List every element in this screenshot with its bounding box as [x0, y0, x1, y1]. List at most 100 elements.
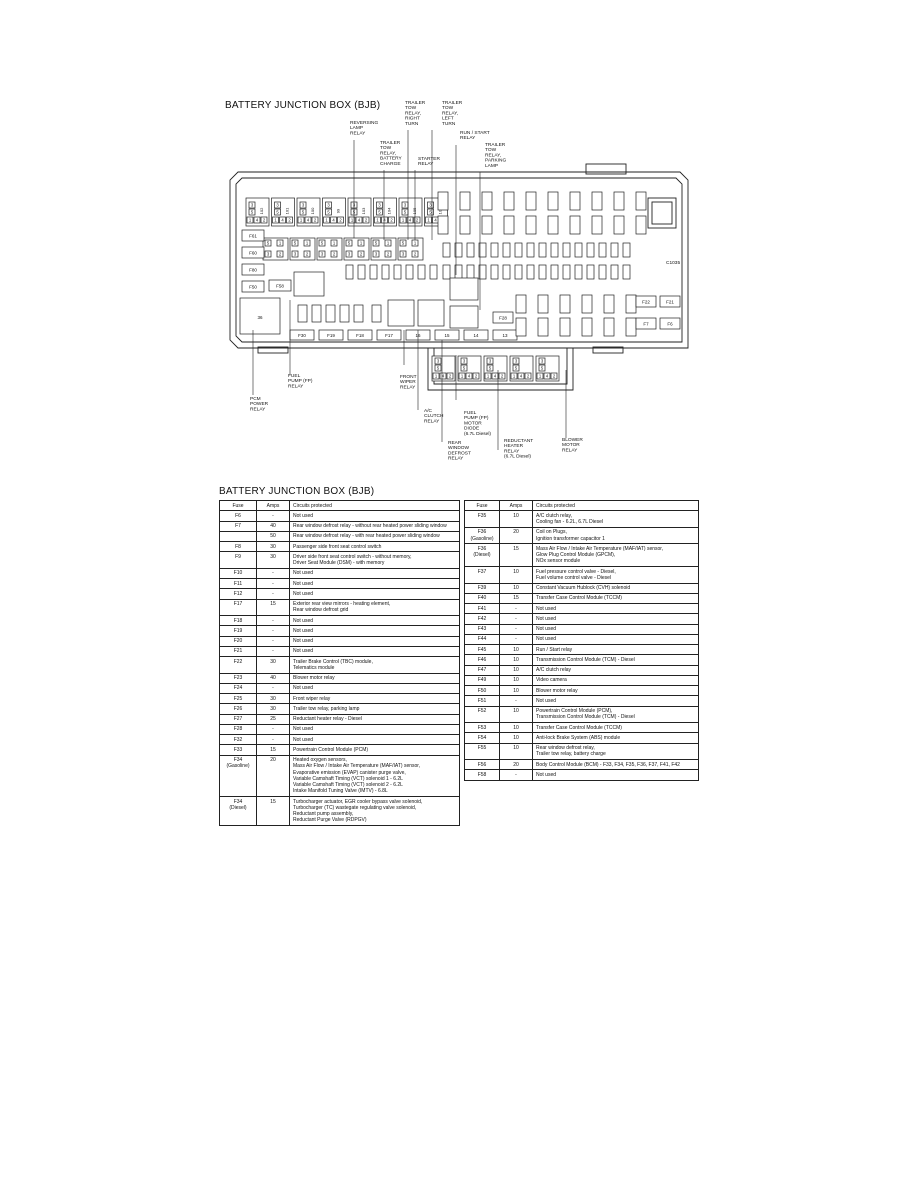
- cell-circuits: Rear window defrost relay - without rear…: [289, 520, 460, 532]
- cell-circuits: Fuel pressure control valve - Diesel, Fu…: [532, 566, 699, 584]
- cartridge-fuse: [371, 304, 382, 323]
- callout-rear-defrost: RELAY: [448, 456, 464, 462]
- relay-pin: [264, 239, 272, 247]
- mini-fuse: [502, 264, 511, 280]
- callout-wiper: WIPER: [400, 379, 416, 385]
- cell-circuits: Transmission Control Module (TCM) - Dies…: [532, 654, 699, 666]
- table-row: F12-Not used: [219, 588, 460, 600]
- callout-tt-right: RELAY,: [405, 110, 421, 116]
- cell-amps: 10: [499, 510, 533, 528]
- cell-fuse: F18: [219, 614, 257, 627]
- fuse-label: 14: [473, 333, 479, 338]
- relay-pin: [427, 208, 434, 216]
- relay-pin-label: 3: [327, 203, 330, 208]
- relay-pin: [318, 250, 326, 258]
- callout-tt-left: TOW: [442, 105, 454, 111]
- relay-pin-label: 1: [435, 374, 438, 379]
- relay-pin-label: 2: [306, 252, 309, 257]
- relay-pin: [460, 357, 468, 365]
- cell-amps: 30: [256, 551, 290, 569]
- cartridge-fuse: [311, 304, 322, 323]
- cell-fuse: F55: [464, 742, 500, 760]
- relay-pin-label: 1: [487, 374, 490, 379]
- relay-pin-label: 2: [390, 218, 393, 223]
- cell-fuse: F46: [464, 654, 500, 666]
- relay-pin-label: 5: [404, 210, 407, 215]
- cell-amps: 40: [256, 520, 290, 532]
- table-row: F32-Not used: [219, 733, 460, 746]
- relay-pin: [260, 216, 268, 224]
- cell-amps: 10: [499, 674, 533, 687]
- callout-wiper: RELAY: [400, 384, 416, 390]
- fuse-slot: [559, 294, 571, 314]
- relay-pin-label: 2: [263, 218, 266, 223]
- mini-fuse: [405, 264, 414, 280]
- cell-amps: -: [256, 635, 290, 647]
- mini-fuse: [429, 264, 438, 280]
- cartridge-fuse: [241, 229, 265, 242]
- relay-pin: [330, 250, 338, 258]
- callout-starter: RELAY: [418, 161, 434, 167]
- fuse-label: F60: [249, 251, 257, 256]
- mini-fuse: [478, 242, 487, 258]
- relay-pin-label: 3: [515, 359, 518, 364]
- mini-fuse: [610, 242, 619, 258]
- cell-amps: -: [499, 633, 533, 646]
- fuse-slot: [569, 215, 581, 235]
- cartridge-fuse: [492, 311, 514, 324]
- callout-tt-left: RELAY,: [442, 110, 458, 116]
- cell-amps: 10: [499, 721, 533, 734]
- cell-fuse: F56: [464, 758, 500, 771]
- relay-pin: [446, 372, 454, 380]
- relay-pin-label: 3: [267, 252, 270, 257]
- relay-pin-label: 3: [437, 359, 440, 364]
- fuse-label: F18: [356, 333, 364, 338]
- relay-number-label: 105: [412, 207, 417, 214]
- cell-amps: 30: [256, 656, 290, 674]
- relay-pin-label: 3: [404, 203, 407, 208]
- table-row: F6-Not used: [219, 510, 460, 522]
- mini-fuse: [538, 264, 547, 280]
- cell-fuse: F34 (Diesel): [219, 796, 257, 826]
- fuse-slot: [581, 317, 593, 337]
- pcm-relay-socket: [239, 297, 281, 335]
- relay-pin-label: 2: [333, 252, 336, 257]
- callout-starter: STARTER: [418, 156, 440, 162]
- cell-amps: 15: [499, 592, 533, 605]
- relay-pin-label: 5: [515, 366, 518, 371]
- cartridge-fuse: [659, 295, 681, 308]
- mini-fuse: [610, 264, 619, 280]
- fuse-label: F28: [499, 316, 507, 321]
- cell-amps: -: [499, 623, 533, 635]
- cell-circuits: Not used: [289, 645, 460, 658]
- cartridge-fuse: [635, 317, 657, 330]
- cell-fuse: F17: [219, 598, 257, 616]
- relay-pin: [458, 372, 466, 380]
- callout-tt-battery: BATTERY: [380, 156, 402, 162]
- relay-pin: [434, 357, 442, 365]
- relay-pin: [439, 372, 447, 380]
- relay-pin-label: 4: [520, 374, 523, 379]
- relay-pin: [432, 372, 440, 380]
- cell-circuits: Body Control Module (BCM) - F33, F34, F3…: [532, 758, 699, 771]
- cell-fuse: F7: [219, 520, 257, 532]
- fuse-slot: [613, 191, 625, 211]
- fuse-table-left: Fuse Amps Circuits protected F6-Not used…: [219, 499, 460, 826]
- callout-blower: MOTOR: [562, 442, 580, 448]
- fuse-slot: [537, 294, 549, 314]
- relay-pin: [264, 250, 272, 258]
- cell-fuse: F44: [464, 633, 500, 646]
- cell-fuse: F23: [219, 672, 257, 684]
- relay-socket: [417, 299, 445, 327]
- relay-socket: [387, 299, 415, 327]
- relay-pin-label: 1: [300, 218, 303, 223]
- table-row: F44-Not used: [464, 633, 699, 646]
- relay-pin-label: 4: [442, 374, 445, 379]
